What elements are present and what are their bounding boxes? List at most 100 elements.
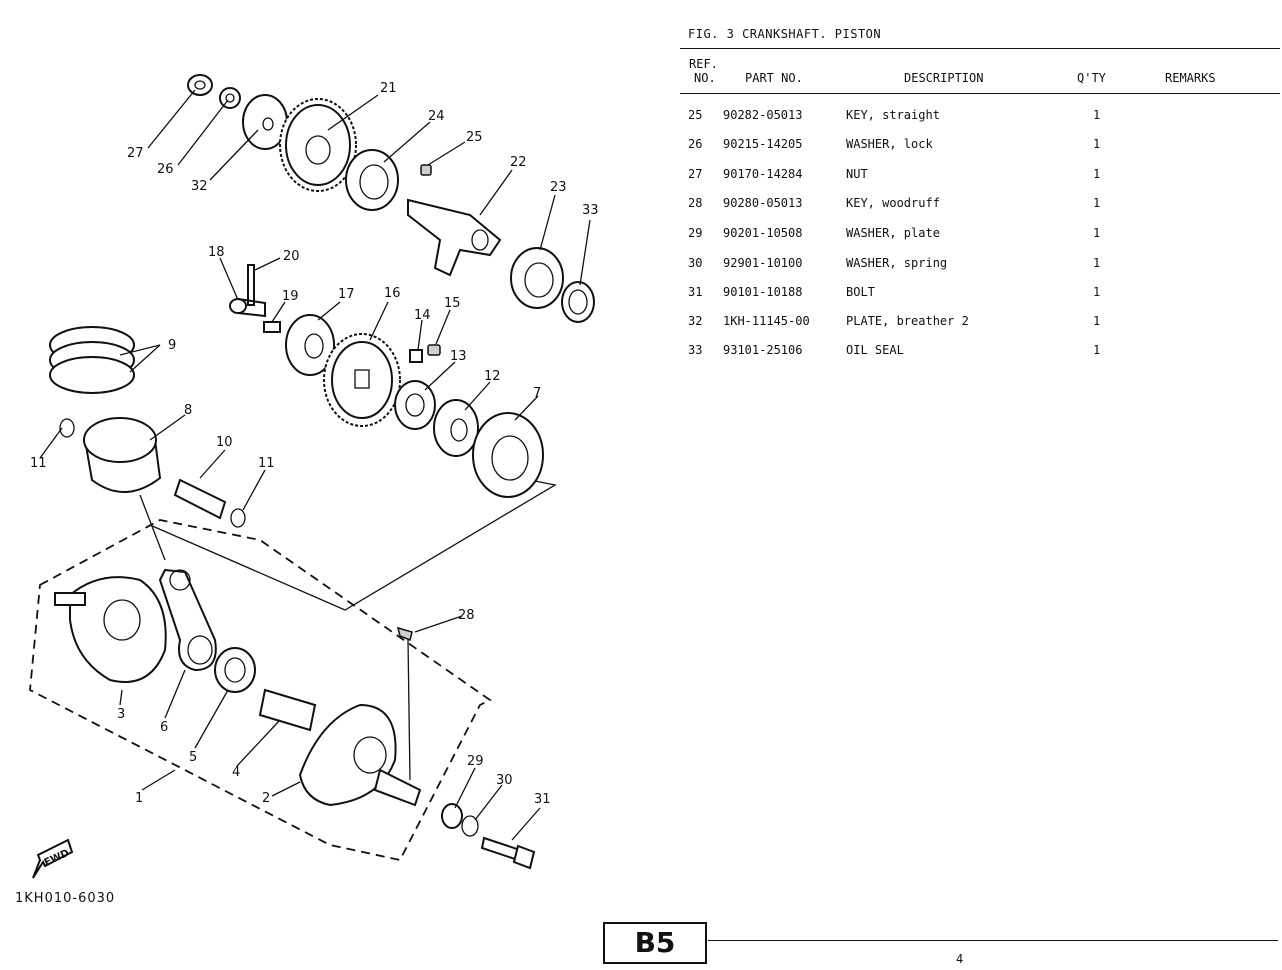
header-ref-line2: NO. bbox=[694, 71, 716, 85]
callout-26: 26 bbox=[157, 162, 174, 177]
nut-27-shape bbox=[187, 74, 213, 96]
cell-ref: 25 bbox=[688, 108, 703, 122]
cell-qty: 1 bbox=[1093, 343, 1101, 357]
callout-9: 9 bbox=[168, 338, 176, 353]
cell-qty: 1 bbox=[1093, 314, 1101, 328]
callout-12: 12 bbox=[484, 369, 501, 384]
cell-part-no: 93101-25106 bbox=[723, 343, 803, 357]
gear-21-shape bbox=[279, 98, 357, 192]
cell-description: OIL SEAL bbox=[846, 343, 904, 357]
footer-rule bbox=[708, 940, 1278, 941]
cell-description: NUT bbox=[846, 167, 868, 181]
table-row: 25 90282-05013 KEY, straight 1 bbox=[688, 108, 1278, 128]
cell-description: KEY, straight bbox=[846, 108, 940, 122]
piston-rings-9-shape bbox=[49, 326, 135, 394]
damper-13-shape bbox=[394, 380, 436, 430]
callout-6: 6 bbox=[160, 720, 168, 735]
cell-qty: 1 bbox=[1093, 285, 1101, 299]
cell-description: PLATE, breather 2 bbox=[846, 314, 969, 328]
cell-part-no: 90282-05013 bbox=[723, 108, 803, 122]
balancer-shaft-22-shape bbox=[407, 198, 502, 277]
lock-washer-26-shape bbox=[219, 87, 241, 109]
header-qty: Q'TY bbox=[1077, 71, 1106, 85]
bolt-31-shape bbox=[480, 836, 536, 870]
figure-title: FIG. 3 CRANKSHAFT. PISTON bbox=[688, 27, 882, 41]
callout-10: 10 bbox=[216, 435, 233, 450]
crank-3-shape bbox=[54, 576, 167, 683]
callout-7: 7 bbox=[533, 386, 541, 401]
callout-23: 23 bbox=[550, 180, 567, 195]
fwd-arrow-icon: FWD bbox=[32, 838, 74, 879]
cell-qty: 1 bbox=[1093, 137, 1101, 151]
callout-17: 17 bbox=[338, 287, 355, 302]
callout-21: 21 bbox=[380, 81, 397, 96]
callout-25: 25 bbox=[466, 130, 483, 145]
cell-description: WASHER, lock bbox=[846, 137, 933, 151]
cell-ref: 29 bbox=[688, 226, 703, 240]
cell-ref: 32 bbox=[688, 314, 703, 328]
callout-30: 30 bbox=[496, 773, 513, 788]
cell-qty: 1 bbox=[1093, 167, 1101, 181]
gear-16-shape bbox=[323, 333, 401, 427]
cell-ref: 30 bbox=[688, 256, 703, 270]
drawing-code: 1KH010-6030 bbox=[15, 891, 116, 906]
table-row: 31 90101-10188 BOLT 1 bbox=[688, 285, 1278, 305]
piston-8-shape bbox=[83, 417, 162, 493]
bearing-24-shape bbox=[345, 149, 399, 211]
cell-part-no: 90170-14284 bbox=[723, 167, 803, 181]
cell-description: WASHER, plate bbox=[846, 226, 940, 240]
bearing-7-shape bbox=[472, 412, 544, 498]
cell-part-no: 92901-10100 bbox=[723, 256, 803, 270]
cell-part-no: 90280-05013 bbox=[723, 196, 803, 210]
callout-15: 15 bbox=[444, 296, 461, 311]
table-row: 28 90280-05013 KEY, woodruff 1 bbox=[688, 196, 1278, 216]
callout-1: 1 bbox=[135, 791, 143, 806]
callout-18: 18 bbox=[208, 245, 225, 260]
callout-32: 32 bbox=[191, 179, 208, 194]
cell-description: WASHER, spring bbox=[846, 256, 948, 270]
table-row: 26 90215-14205 WASHER, lock 1 bbox=[688, 137, 1278, 157]
callout-14: 14 bbox=[414, 308, 431, 323]
callout-24: 24 bbox=[428, 109, 445, 124]
header-remarks: REMARKS bbox=[1165, 71, 1216, 85]
callout-3: 3 bbox=[117, 707, 125, 722]
header-description: DESCRIPTION bbox=[904, 71, 984, 85]
table-row: 27 90170-14284 NUT 1 bbox=[688, 167, 1278, 187]
header-ref-no: REF. NO. bbox=[689, 57, 718, 85]
callout-22: 22 bbox=[510, 155, 527, 170]
oil-seal-33-shape bbox=[561, 281, 595, 323]
washer-29-shape bbox=[441, 803, 463, 829]
cell-description: KEY, woodruff bbox=[846, 196, 940, 210]
cell-part-no: 90215-14205 bbox=[723, 137, 803, 151]
cell-qty: 1 bbox=[1093, 196, 1101, 210]
bearing-23-shape bbox=[510, 247, 564, 309]
cell-part-no: 90101-10188 bbox=[723, 285, 803, 299]
table-header-rule bbox=[680, 93, 1280, 94]
cell-part-no: 90201-10508 bbox=[723, 226, 803, 240]
header-ref-line1: REF. bbox=[689, 57, 718, 71]
pin-shaft-18-20-shape bbox=[229, 264, 266, 318]
damper-15-shape bbox=[427, 344, 441, 356]
circlip-11-left-shape bbox=[59, 418, 75, 438]
connecting-rod-6-shape bbox=[158, 568, 217, 672]
cell-description: BOLT bbox=[846, 285, 875, 299]
cell-qty: 1 bbox=[1093, 256, 1101, 270]
cell-ref: 31 bbox=[688, 285, 703, 299]
header-part-no: PART NO. bbox=[745, 71, 803, 85]
cell-ref: 33 bbox=[688, 343, 703, 357]
table-top-rule bbox=[680, 48, 1280, 49]
spring-washer-30-shape bbox=[461, 815, 479, 837]
cell-ref: 28 bbox=[688, 196, 703, 210]
callout-13: 13 bbox=[450, 349, 467, 364]
page-number: 4 bbox=[956, 952, 964, 966]
callout-5: 5 bbox=[189, 750, 197, 765]
callout-11-left: 11 bbox=[30, 456, 47, 471]
plate-12-shape bbox=[433, 399, 479, 457]
callout-27: 27 bbox=[127, 146, 144, 161]
cell-qty: 1 bbox=[1093, 108, 1101, 122]
callout-28: 28 bbox=[458, 608, 475, 623]
exploded-parts-diagram: 27 26 32 21 24 25 22 23 33 18 20 19 17 1… bbox=[29, 74, 599, 879]
woodruff-key-28-shape bbox=[396, 626, 413, 642]
table-row: 32 1KH-11145-00 PLATE, breather 2 1 bbox=[688, 314, 1278, 334]
callout-29: 29 bbox=[467, 754, 484, 769]
